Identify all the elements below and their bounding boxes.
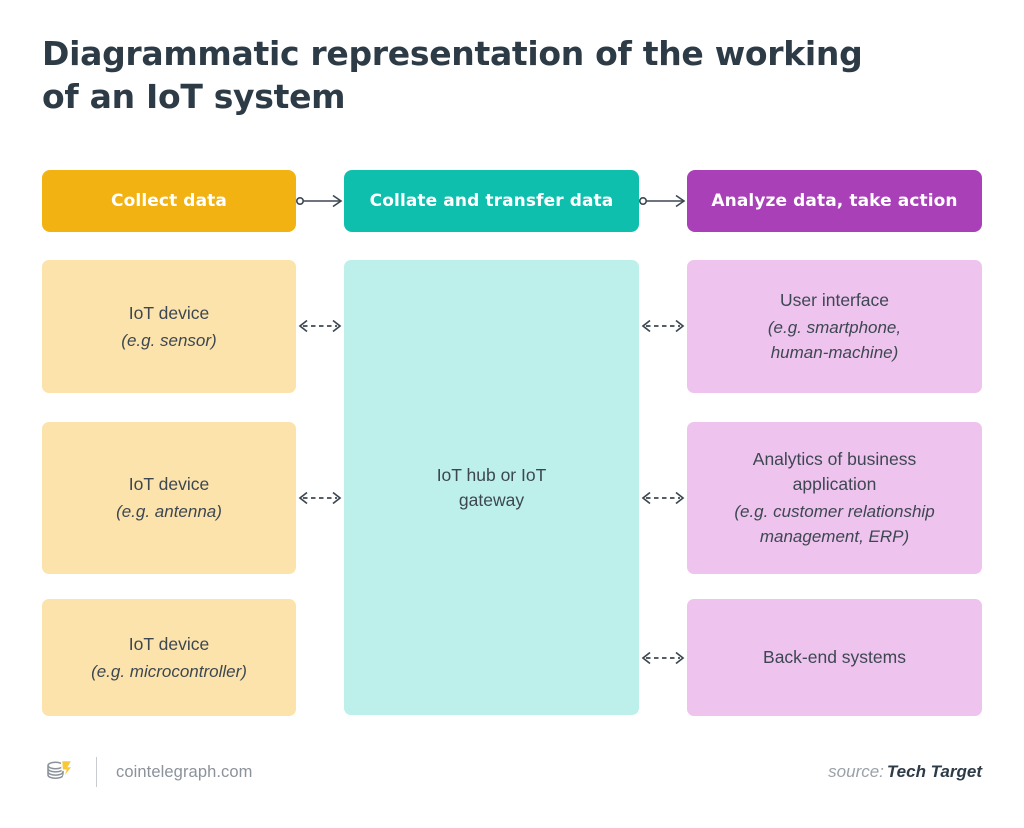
output-name-back-end-systems: Back-end systems bbox=[763, 647, 906, 667]
device-name-microcontroller: IoT device bbox=[128, 633, 210, 654]
output-example-analytics-line-1: (e.g. customer relationship bbox=[734, 502, 935, 521]
brand-name[interactable]: cointelegraph.com bbox=[116, 762, 253, 781]
output-name-user-interface: User interface bbox=[780, 290, 889, 310]
device-example-antenna: (e.g. antenna) bbox=[116, 502, 222, 521]
link-arrow-hub-to-user-interface bbox=[639, 314, 687, 338]
link-arrow-antenna-to-hub bbox=[296, 486, 344, 510]
footer: cointelegraph.com source:Tech Target bbox=[42, 748, 982, 796]
source-attribution: source:Tech Target bbox=[828, 762, 982, 782]
output-name-analytics-line-2: application bbox=[792, 474, 877, 494]
stage-box-analyze-data: Analyze data, take action bbox=[687, 170, 982, 232]
cointelegraph-logo-icon bbox=[42, 755, 76, 789]
stage-box-collate-transfer-data: Collate and transfer data bbox=[344, 170, 639, 232]
stage-box-collect-data: Collect data bbox=[42, 170, 296, 232]
output-name-analytics-line-1: Analytics of business bbox=[752, 449, 917, 469]
device-box-microcontroller: IoT device (e.g. microcontroller) bbox=[42, 599, 296, 716]
hub-label-line-1: IoT hub or IoT bbox=[436, 464, 547, 485]
flow-arrow-collect-to-collate bbox=[296, 189, 344, 213]
page-title-line-1: Diagrammatic representation of the worki… bbox=[42, 34, 863, 73]
stage-label-collate-transfer-data: Collate and transfer data bbox=[369, 191, 614, 211]
hub-label-line-2: gateway bbox=[458, 489, 525, 510]
link-arrow-hub-to-analytics bbox=[639, 486, 687, 510]
output-box-back-end-systems: Back-end systems bbox=[687, 599, 982, 716]
stage-label-collect-data: Collect data bbox=[111, 191, 227, 211]
device-name-antenna: IoT device bbox=[128, 474, 210, 494]
page-title: Diagrammatic representation of the worki… bbox=[42, 32, 902, 118]
source-name: Tech Target bbox=[886, 762, 982, 781]
output-box-analytics: Analytics of business application (e.g. … bbox=[687, 422, 982, 574]
brand-block[interactable]: cointelegraph.com bbox=[42, 755, 253, 789]
flow-arrow-collate-to-analyze bbox=[639, 189, 687, 213]
stage-label-analyze-data: Analyze data, take action bbox=[711, 191, 958, 211]
link-arrow-hub-to-back-end-systems bbox=[639, 646, 687, 670]
output-box-user-interface: User interface (e.g. smartphone, human-m… bbox=[687, 260, 982, 393]
brand-divider bbox=[96, 757, 97, 787]
device-box-antenna: IoT device (e.g. antenna) bbox=[42, 422, 296, 574]
page-title-line-2: of an IoT system bbox=[42, 77, 346, 116]
device-box-sensor: IoT device (e.g. sensor) bbox=[42, 260, 296, 393]
device-example-microcontroller: (e.g. microcontroller) bbox=[91, 661, 247, 681]
output-example-user-interface-line-1: (e.g. smartphone, bbox=[767, 318, 902, 337]
device-name-sensor: IoT device bbox=[128, 302, 210, 323]
link-arrow-sensor-to-hub bbox=[296, 314, 344, 338]
source-label: source: bbox=[828, 762, 884, 781]
output-example-user-interface-line-2: human-machine) bbox=[770, 343, 899, 362]
hub-box-iot-gateway: IoT hub or IoT gateway bbox=[344, 260, 639, 715]
device-example-sensor: (e.g. sensor) bbox=[121, 330, 217, 350]
output-example-analytics-line-2: management, ERP) bbox=[759, 527, 910, 546]
